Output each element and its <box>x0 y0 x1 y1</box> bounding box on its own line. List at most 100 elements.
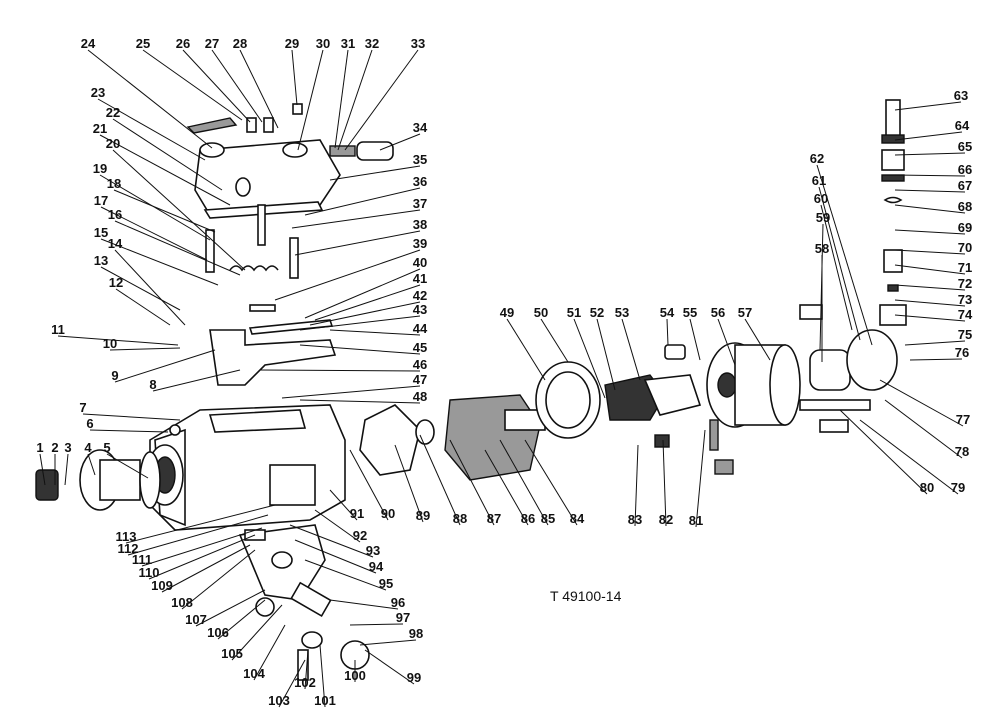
leader-line-77 <box>879 379 964 427</box>
leader-line-24 <box>87 49 213 149</box>
part-label-50: 50 <box>534 305 548 320</box>
part-label-105: 105 <box>221 646 243 661</box>
part-label-49: 49 <box>500 305 514 320</box>
part-label-106: 106 <box>207 625 229 640</box>
part-label-63: 63 <box>954 88 968 103</box>
leader-line-81 <box>695 429 706 528</box>
part-label-18: 18 <box>107 176 121 191</box>
leader-line-54 <box>666 318 669 346</box>
leader-line-4 <box>87 453 96 476</box>
rotor-assembly <box>359 361 702 481</box>
part-label-62: 62 <box>810 151 824 166</box>
leader-line-101 <box>319 644 326 708</box>
pump-body <box>146 404 346 531</box>
part-label-78: 78 <box>955 444 969 459</box>
part-label-8: 8 <box>149 377 156 392</box>
part-label-32: 32 <box>365 36 379 51</box>
leader-line-42 <box>309 301 421 326</box>
leader-line-35 <box>329 165 421 181</box>
hydraulic-head <box>664 304 898 475</box>
leader-line-91 <box>329 489 358 521</box>
part-label-33: 33 <box>411 36 425 51</box>
leader-line-71 <box>894 264 966 275</box>
drive-end <box>35 449 161 511</box>
leader-line-14 <box>114 249 186 326</box>
part-label-35: 35 <box>413 152 427 167</box>
control-bracket <box>209 329 337 386</box>
leader-line-94 <box>294 539 377 574</box>
part-label-45: 45 <box>413 340 427 355</box>
part-label-66: 66 <box>958 162 972 177</box>
leader-line-57 <box>744 318 771 361</box>
leader-line-106 <box>217 599 266 640</box>
leader-line-74 <box>894 314 966 322</box>
part-label-68: 68 <box>958 199 972 214</box>
leader-line-50 <box>540 318 569 363</box>
part-label-24: 24 <box>81 36 96 51</box>
leader-line-96 <box>329 599 399 610</box>
leader-line-86 <box>484 449 529 526</box>
leader-line-8 <box>152 369 241 392</box>
leader-line-30 <box>297 49 324 151</box>
leader-line-56 <box>717 318 736 366</box>
part-label-27: 27 <box>205 36 219 51</box>
leader-line-88 <box>419 434 461 526</box>
leader-line-27 <box>211 49 263 123</box>
part-label-88: 88 <box>453 511 467 526</box>
part-label-17: 17 <box>94 193 108 208</box>
part-label-90: 90 <box>381 506 395 521</box>
leader-line-34 <box>379 133 421 151</box>
leader-line-38 <box>294 230 421 256</box>
part-label-23: 23 <box>91 85 105 100</box>
leader-line-39 <box>274 249 421 301</box>
leader-line-19 <box>99 174 211 241</box>
leader-line-32 <box>337 49 373 151</box>
leader-line-51 <box>573 318 606 399</box>
part-label-1: 1 <box>36 440 43 455</box>
leader-line-89 <box>394 444 424 523</box>
leader-line-15 <box>100 238 219 286</box>
leader-line-102 <box>304 649 309 690</box>
part-label-76: 76 <box>955 345 969 360</box>
part-label-30: 30 <box>316 36 330 51</box>
leader-line-23 <box>97 98 206 161</box>
part-label-108: 108 <box>171 595 193 610</box>
part-label-10: 10 <box>103 336 117 351</box>
part-label-51: 51 <box>567 305 581 320</box>
leader-line-17 <box>100 206 208 261</box>
leader-line-44 <box>329 329 421 336</box>
leader-line-63 <box>894 101 962 111</box>
part-label-60: 60 <box>814 191 828 206</box>
figure-reference: T 49100-14 <box>550 588 622 604</box>
part-label-86: 86 <box>521 511 535 526</box>
leader-line-25 <box>142 49 243 121</box>
part-label-13: 13 <box>94 253 108 268</box>
part-label-107: 107 <box>185 612 207 627</box>
part-label-101: 101 <box>314 693 336 708</box>
leader-line-47 <box>281 385 421 399</box>
part-label-34: 34 <box>413 120 428 135</box>
part-label-67: 67 <box>958 178 972 193</box>
part-label-21: 21 <box>93 121 107 136</box>
part-label-42: 42 <box>413 288 427 303</box>
part-label-5: 5 <box>103 440 110 455</box>
part-label-28: 28 <box>233 36 247 51</box>
part-label-91: 91 <box>350 506 364 521</box>
leader-line-87 <box>449 439 495 526</box>
part-label-12: 12 <box>109 275 123 290</box>
leader-line-61 <box>818 186 861 341</box>
leader-line-112 <box>127 514 269 556</box>
leader-line-20 <box>112 149 246 271</box>
part-label-38: 38 <box>413 217 427 232</box>
leader-line-28 <box>239 49 279 129</box>
leader-line-73 <box>894 299 966 307</box>
part-label-9: 9 <box>111 368 118 383</box>
leader-line-37 <box>291 209 421 229</box>
part-label-16: 16 <box>108 207 122 222</box>
part-label-46: 46 <box>413 357 427 372</box>
leader-line-66 <box>894 174 966 177</box>
part-label-54: 54 <box>660 305 675 320</box>
valve-stack <box>879 99 907 326</box>
leader-line-40 <box>304 268 421 319</box>
